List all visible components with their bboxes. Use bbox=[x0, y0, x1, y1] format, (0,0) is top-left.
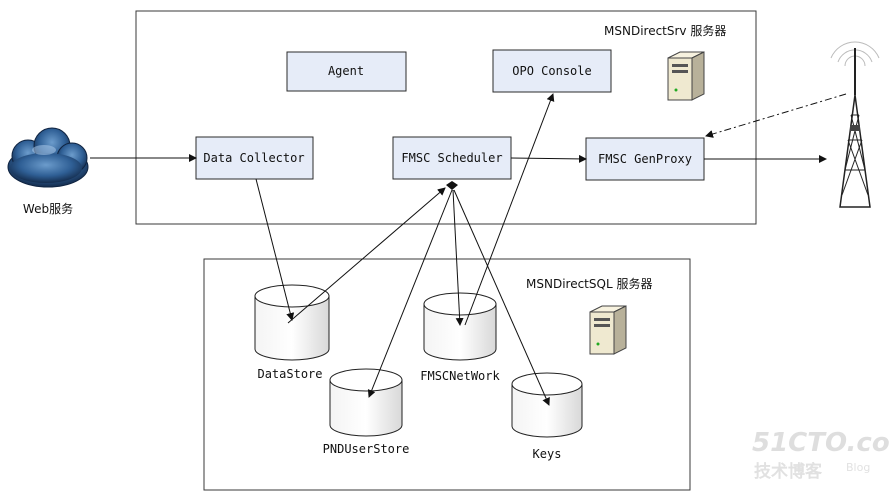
edge-datastore-to-scheduler bbox=[287, 187, 446, 324]
fmsc-genproxy-label: FMSC GenProxy bbox=[598, 152, 692, 166]
server-tower-icon bbox=[589, 305, 627, 355]
edge-scheduler-to-pnduserstore bbox=[367, 189, 453, 398]
web-service-label: Web服务 bbox=[23, 201, 73, 216]
fmsc-scheduler-label: FMSC Scheduler bbox=[401, 151, 502, 165]
edge-scheduler-to-keys bbox=[453, 189, 550, 406]
watermark-line-2: 技术博客 bbox=[754, 461, 823, 482]
msndirectsql-server-region bbox=[203, 258, 691, 491]
fmsc-genproxy-component: FMSC GenProxy bbox=[585, 137, 705, 181]
antenna-tower-icon bbox=[830, 41, 880, 208]
keys-database: Keys bbox=[511, 372, 583, 461]
edge-collector-to-datastore bbox=[255, 178, 295, 321]
agent-label: Agent bbox=[328, 64, 364, 78]
data-collector-component: Data Collector bbox=[195, 136, 314, 180]
edge-scheduler-to-genproxy bbox=[510, 154, 587, 163]
msndirectsrv-server-region bbox=[135, 10, 757, 225]
server-tower-icon bbox=[667, 51, 705, 101]
pnduserstore-database: PNDUserStore bbox=[323, 368, 410, 456]
pnduserstore-label: PNDUserStore bbox=[323, 442, 410, 456]
scheduler-connector-node bbox=[446, 181, 458, 190]
agent-component: Agent bbox=[286, 51, 407, 92]
watermark-logo: 51CTO.com 技术博客 Blog bbox=[752, 428, 890, 482]
datastore-label: DataStore bbox=[257, 367, 322, 381]
fmscnetwork-database: FMSCNetWork bbox=[420, 292, 501, 383]
data-collector-label: Data Collector bbox=[203, 151, 304, 165]
opo-console-component: OPO Console bbox=[492, 49, 612, 93]
opo-console-label: OPO Console bbox=[512, 64, 591, 78]
edge-scheduler-to-fmscnetwork bbox=[452, 189, 464, 326]
fmsc-scheduler-component: FMSC Scheduler bbox=[392, 136, 512, 180]
watermark-line-3: Blog bbox=[846, 461, 870, 474]
datastore-database: DataStore bbox=[254, 284, 330, 381]
msndirectsrv-server-label: MSNDirectSrv 服务器 bbox=[604, 23, 726, 38]
cloud-icon bbox=[7, 127, 89, 188]
msndirectsql-server-label: MSNDirectSQL 服务器 bbox=[526, 276, 652, 291]
watermark-line-1: 51CTO.com bbox=[752, 428, 890, 458]
fmscnetwork-label: FMSCNetWork bbox=[420, 369, 500, 383]
keys-label: Keys bbox=[533, 447, 562, 461]
edge-fmscnetwork-to-opo-console bbox=[464, 93, 555, 326]
edge-tower-to-genproxy bbox=[705, 93, 847, 138]
